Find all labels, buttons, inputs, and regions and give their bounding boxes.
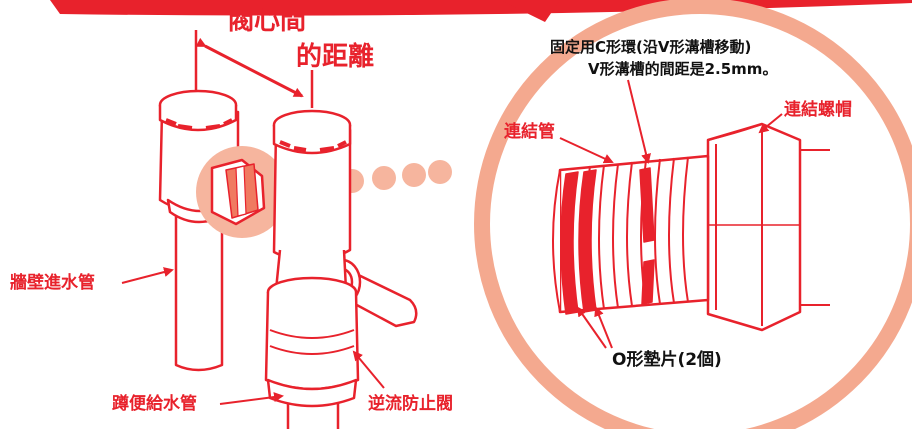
connecting-pipe-label: 連結管 — [504, 122, 555, 142]
check-valve-label: 逆流防止閥 — [368, 394, 453, 414]
top-banner — [50, 0, 912, 16]
pointer-wedge — [500, 0, 560, 22]
wall-inlet-pipe-label: 牆壁進水管 — [10, 273, 95, 293]
toilet-supply-pipe-label: 蹲便給水管 — [112, 394, 197, 414]
o-ring-label: O形墊片(2個) — [612, 350, 722, 370]
c-ring-label-2: V形溝槽的間距是2.5mm。 — [588, 60, 778, 78]
distance-arrow — [194, 30, 314, 108]
union-nut — [706, 122, 802, 332]
union-nut-label: 連結螺帽 — [784, 100, 852, 120]
leader-lines — [121, 79, 783, 405]
c-ring-label-1: 固定用C形環(沿V形溝槽移動) — [550, 38, 752, 56]
wall-inlet-pipe — [174, 205, 224, 372]
valve-assembly — [158, 89, 418, 429]
valve-distance-label-1: 閥心間 — [228, 6, 307, 36]
valve-distance-label-2: 的距離 — [296, 42, 375, 72]
zoom-pipe — [552, 122, 830, 332]
c-ring — [639, 167, 655, 243]
